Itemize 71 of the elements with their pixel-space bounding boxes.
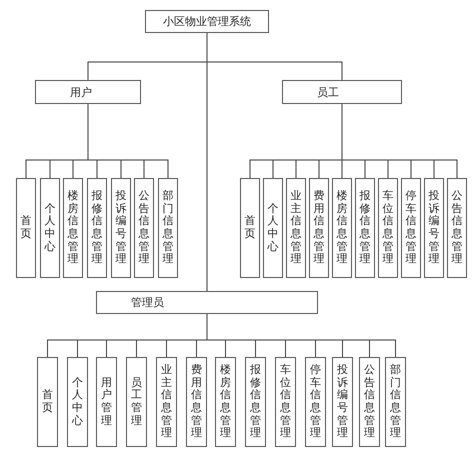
connector-line [88,104,168,178]
box-label: 小区物业管理系统 [163,14,251,29]
category-box [96,291,318,314]
box-label: 员工管理 [131,376,142,428]
box-label: 车位信息管理 [280,364,291,440]
box-label: 公告信息管理 [364,364,375,440]
box-label: 员工 [317,84,339,100]
connector-line [342,104,458,178]
category-box [145,10,269,33]
box-label: 费用信息管理 [314,190,324,266]
module-box [263,178,283,278]
module-box [401,178,421,278]
module-box [37,357,58,447]
module-box [96,357,117,447]
module-box [275,357,296,447]
module-box [111,178,131,278]
module-box [309,178,329,278]
box-label: 投诉编号管理 [337,364,348,440]
module-box [63,178,83,278]
box-label: 停车信息管理 [310,364,321,440]
box-label: 用户 [70,84,92,100]
box-label: 首页 [42,389,53,415]
module-box [67,357,88,447]
module-box [385,357,406,447]
module-box [126,357,147,447]
box-label: 首页 [244,215,256,241]
box-label: 报修信息管理 [92,190,102,266]
box-label: 管理员 [131,295,164,310]
box-label: 业主信息管理 [161,364,172,440]
connector-line [206,32,208,292]
box-label: 车位信息管理 [382,190,394,266]
module-box [424,178,444,278]
box-label: 楼房信息管理 [220,364,231,440]
module-box [134,178,154,278]
box-label: 用户管理 [101,376,112,428]
box-label: 报修信息管理 [360,190,370,266]
module-box [447,178,467,278]
module-box [158,178,178,278]
box-label: 公告信息管理 [452,190,462,266]
box-label: 业主信息管理 [290,190,302,266]
module-box [87,178,107,278]
module-box [355,178,375,278]
box-label: 投诉编号管理 [116,190,126,266]
module-box [16,178,36,278]
box-label: 楼房信息管理 [68,190,78,266]
box-label: 停车信息管理 [406,190,416,266]
box-label: 楼房信息管理 [336,190,348,266]
module-box [245,357,266,447]
box-label: 报修信息管理 [250,364,261,440]
module-box [332,178,352,278]
box-label: 个人中心 [268,202,278,254]
box-label: 部门信息管理 [390,364,401,440]
module-box [40,178,60,278]
category-box [282,80,402,104]
box-label: 投诉编号管理 [428,190,440,266]
module-box [186,357,207,447]
category-box [35,80,141,104]
module-box [240,178,260,278]
module-box [332,357,353,447]
box-label: 个人中心 [72,376,83,428]
box-label: 费用信息管理 [191,364,202,440]
module-box [156,357,177,447]
box-label: 部门信息管理 [162,190,174,266]
module-box [359,357,380,447]
box-label: 首页 [20,215,32,241]
module-box [215,357,236,447]
module-box [305,357,326,447]
box-label: 个人中心 [44,202,56,254]
module-box [286,178,306,278]
module-box [378,178,398,278]
box-label: 公告信息管理 [138,190,150,266]
